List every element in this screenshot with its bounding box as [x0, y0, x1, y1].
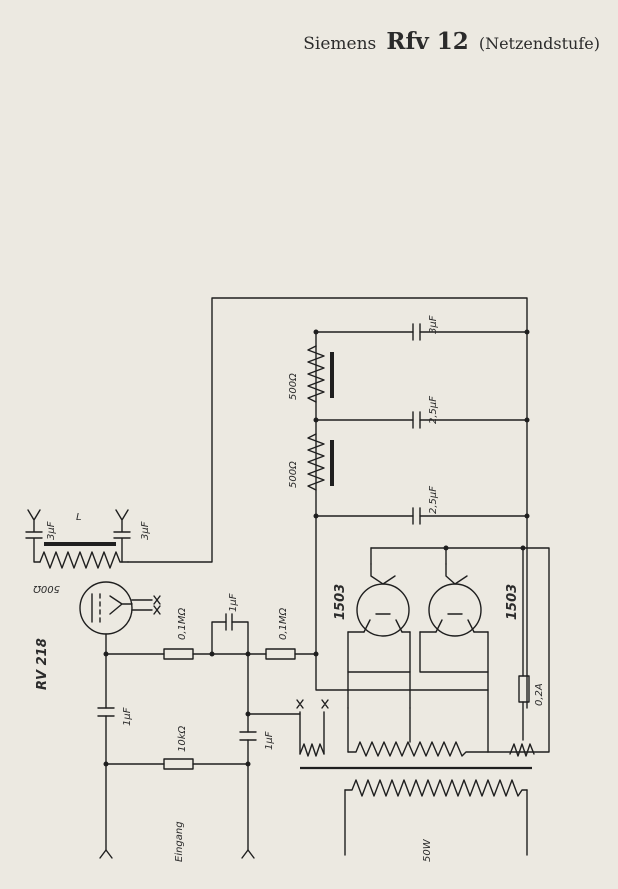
- bypass-cap-label-2: 1µF: [264, 731, 275, 750]
- grid-network: 0,1MΩ 0,1MΩ 1µF 1µF 1µF 10kΩ Ei: [97, 593, 319, 862]
- resistor-label-10k: 10kΩ: [177, 725, 188, 752]
- cap-label-25uf-2: 2,5µF: [428, 486, 439, 514]
- left-cap-2: [113, 509, 131, 563]
- transformer-primary: [344, 779, 528, 797]
- cap-label-3uf: 3µF: [428, 315, 439, 334]
- resistor-label-1: 500Ω: [288, 373, 299, 400]
- resistor-label-01m-2: 0,1MΩ: [278, 607, 289, 640]
- coupling-cap-label: 1µF: [228, 593, 239, 612]
- rectifier-label-2: 1503: [505, 584, 520, 620]
- choke-label: L: [76, 512, 82, 523]
- cap-3uf-top: [412, 323, 421, 341]
- header-model: Rfv 12: [386, 28, 469, 55]
- rectifier-tube-2: [428, 583, 482, 637]
- input-tube-label: RV 218: [35, 638, 50, 690]
- resistor-01m-2: [265, 648, 296, 660]
- bypass-cap-2: [239, 731, 257, 741]
- header-brand: Siemens: [303, 34, 377, 54]
- resistor-label-01m-1: 0,1MΩ: [177, 607, 188, 640]
- rectifier-label-1: 1503: [333, 584, 348, 620]
- resistor-label-2: 500Ω: [288, 461, 299, 488]
- cap-25uf-mid: [412, 411, 421, 429]
- page-header: Siemens Rfv 12 (Netzendstufe): [0, 28, 600, 55]
- input-terminal-1: [99, 849, 113, 859]
- choke-coil: [39, 551, 129, 569]
- input-section: L 500Ω 3µF 3µF RV 218: [25, 509, 161, 690]
- left-cap-label-2: 3µF: [140, 521, 151, 540]
- resistor-01m-1: [163, 648, 194, 660]
- bypass-cap-1: [97, 707, 115, 717]
- coupling-cap: [225, 613, 233, 631]
- input-tube: [79, 581, 133, 635]
- resistor-500-2: [307, 433, 325, 491]
- cap-25uf-bottom: [412, 507, 421, 525]
- input-label: Eingang: [174, 821, 185, 862]
- resistor-500-1: [307, 345, 325, 403]
- fuse: [518, 675, 530, 703]
- input-terminal-2: [241, 849, 255, 859]
- rectifier-tube-1: [356, 583, 410, 637]
- resistor-10k: [163, 758, 194, 770]
- fuse-label: 0,2A: [534, 683, 545, 706]
- transformer-label: 50W: [422, 838, 433, 862]
- bypass-cap-label-1: 1µF: [122, 707, 133, 726]
- left-cap-1: [25, 509, 43, 563]
- choke-resistance-label: 500Ω: [33, 583, 60, 594]
- transformer-secondary: [347, 741, 489, 757]
- rectifier-section: 1503 1503 0,2A: [315, 515, 550, 753]
- header-subtitle: (Netzendstufe): [478, 34, 600, 53]
- filter-network: 500Ω 500Ω 3µF 2,5µF 2,5µF: [127, 297, 530, 709]
- b-plus-wire: [127, 297, 528, 563]
- power-transformer: 50W: [296, 699, 535, 862]
- left-cap-label-1: 3µF: [46, 521, 57, 540]
- cap-label-25uf-1: 2,5µF: [428, 396, 439, 424]
